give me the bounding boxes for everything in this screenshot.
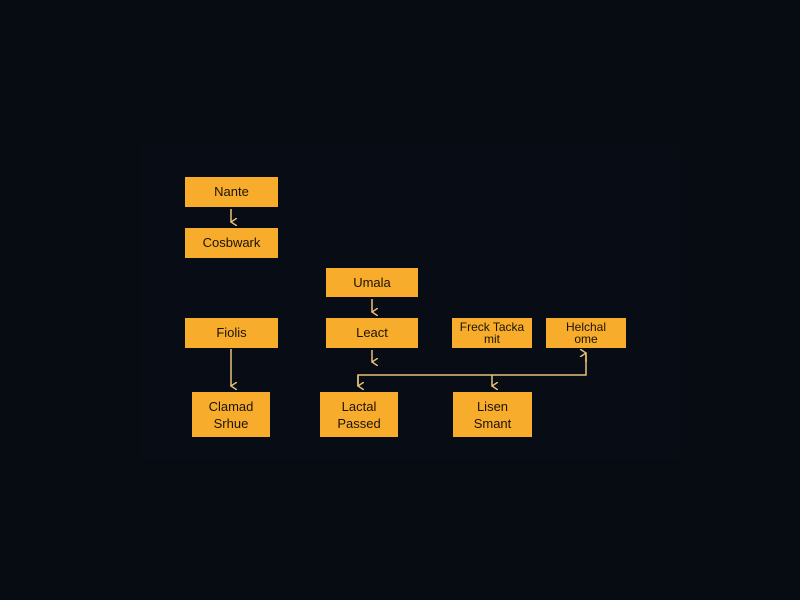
node-leact[interactable]: Leact	[326, 318, 418, 348]
node-cosbwark[interactable]: Cosbwark	[185, 228, 278, 258]
node-freck-tacka-mit[interactable]: Freck Tacka mit	[452, 318, 532, 348]
node-label: Lisen Smant	[473, 398, 512, 431]
node-label: Leact	[356, 325, 388, 340]
node-label: Fiolis	[216, 325, 247, 340]
node-umala[interactable]: Umala	[326, 268, 418, 297]
node-clamad-srhue[interactable]: Clamad Srhue	[192, 392, 270, 437]
node-label: Clamad Srhue	[208, 398, 254, 431]
node-fiolis[interactable]: Fiolis	[185, 318, 278, 348]
node-label: Freck Tacka mit	[459, 320, 525, 346]
node-lactal-passed[interactable]: Lactal Passed	[320, 392, 398, 437]
node-label: Nante	[214, 184, 249, 199]
node-lisen-smant[interactable]: Lisen Smant	[453, 392, 532, 437]
edge-branch-bus	[357, 355, 587, 385]
node-label: Umala	[353, 274, 391, 290]
node-nante[interactable]: Nante	[185, 177, 278, 207]
node-label: Helchal ome	[565, 320, 607, 346]
node-label: Cosbwark	[202, 235, 261, 250]
node-helchal-ome[interactable]: Helchal ome	[546, 318, 626, 348]
node-label: Lactal Passed	[337, 398, 381, 431]
